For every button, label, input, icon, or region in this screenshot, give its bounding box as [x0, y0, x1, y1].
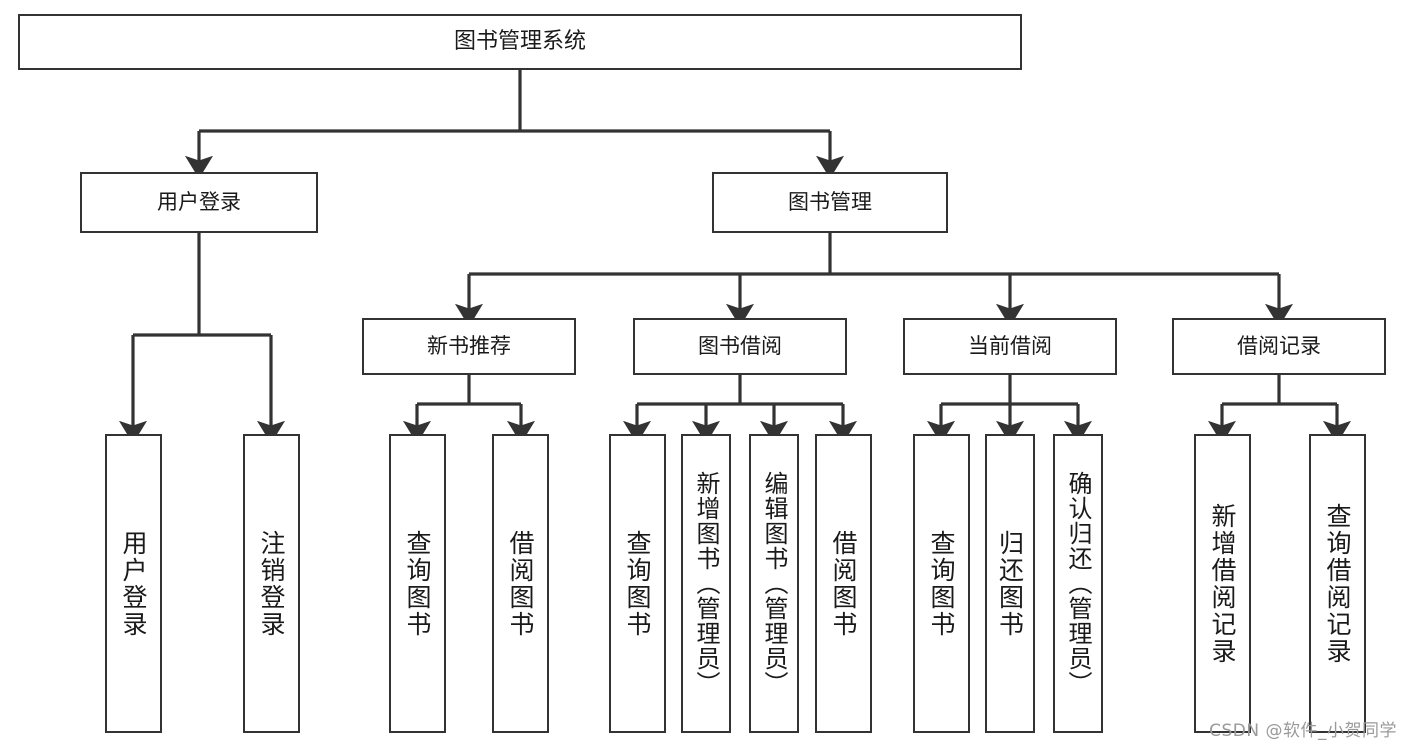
node-leaf-confirm-return[interactable]: 确认归还（管理员） — [1053, 434, 1103, 733]
node-leaf-query-record-label: 查询借阅记录 — [1323, 502, 1352, 665]
node-user-login-label: 用户登录 — [157, 189, 241, 214]
node-new-book-recommend-label: 新书推荐 — [427, 333, 511, 358]
node-leaf-borrow-book-2[interactable]: 借阅图书 — [815, 434, 872, 733]
node-book-borrow[interactable]: 图书借阅 — [633, 318, 847, 375]
node-leaf-return-book-label: 归还图书 — [995, 529, 1025, 638]
node-book-manage[interactable]: 图书管理 — [712, 172, 948, 233]
node-leaf-user-login-label: 用户登录 — [119, 529, 148, 638]
node-book-manage-label: 图书管理 — [788, 189, 872, 214]
node-leaf-add-record-label: 新增借阅记录 — [1208, 502, 1237, 665]
node-leaf-borrow-book-1-label: 借阅图书 — [506, 529, 535, 638]
node-root[interactable]: 图书管理系统 — [18, 14, 1022, 70]
csdn-watermark: CSDN @软件_小贺同学 — [1209, 721, 1397, 741]
node-book-borrow-label: 图书借阅 — [698, 333, 782, 358]
node-leaf-add-book[interactable]: 新增图书（管理员） — [681, 434, 731, 733]
node-leaf-edit-book[interactable]: 编辑图书（管理员） — [749, 434, 799, 733]
node-leaf-edit-book-label: 编辑图书（管理员） — [760, 471, 788, 696]
node-current-borrow-label: 当前借阅 — [968, 333, 1052, 358]
node-leaf-query-book-3-label: 查询图书 — [927, 529, 956, 638]
node-leaf-confirm-return-label: 确认归还（管理员） — [1064, 471, 1092, 696]
node-current-borrow[interactable]: 当前借阅 — [903, 318, 1117, 375]
node-leaf-user-logout-label: 注销登录 — [257, 529, 286, 638]
node-user-login[interactable]: 用户登录 — [80, 172, 318, 233]
node-leaf-borrow-book-1[interactable]: 借阅图书 — [492, 434, 549, 733]
node-borrow-record[interactable]: 借阅记录 — [1172, 318, 1386, 375]
node-leaf-query-book-2[interactable]: 查询图书 — [609, 434, 666, 733]
node-new-book-recommend[interactable]: 新书推荐 — [362, 318, 576, 375]
node-leaf-query-book-1[interactable]: 查询图书 — [389, 434, 446, 733]
node-leaf-add-book-label: 新增图书（管理员） — [692, 471, 720, 696]
node-borrow-record-label: 借阅记录 — [1237, 333, 1321, 358]
node-root-label: 图书管理系统 — [453, 28, 586, 54]
node-leaf-user-login[interactable]: 用户登录 — [105, 434, 162, 733]
node-leaf-user-logout[interactable]: 注销登录 — [243, 434, 300, 733]
node-leaf-return-book[interactable]: 归还图书 — [985, 434, 1035, 733]
node-leaf-query-book-2-label: 查询图书 — [623, 529, 652, 638]
node-leaf-add-record[interactable]: 新增借阅记录 — [1194, 434, 1251, 733]
node-leaf-query-book-3[interactable]: 查询图书 — [913, 434, 970, 733]
node-leaf-query-record[interactable]: 查询借阅记录 — [1309, 434, 1366, 733]
node-leaf-borrow-book-2-label: 借阅图书 — [829, 529, 858, 638]
node-leaf-query-book-1-label: 查询图书 — [403, 529, 432, 638]
